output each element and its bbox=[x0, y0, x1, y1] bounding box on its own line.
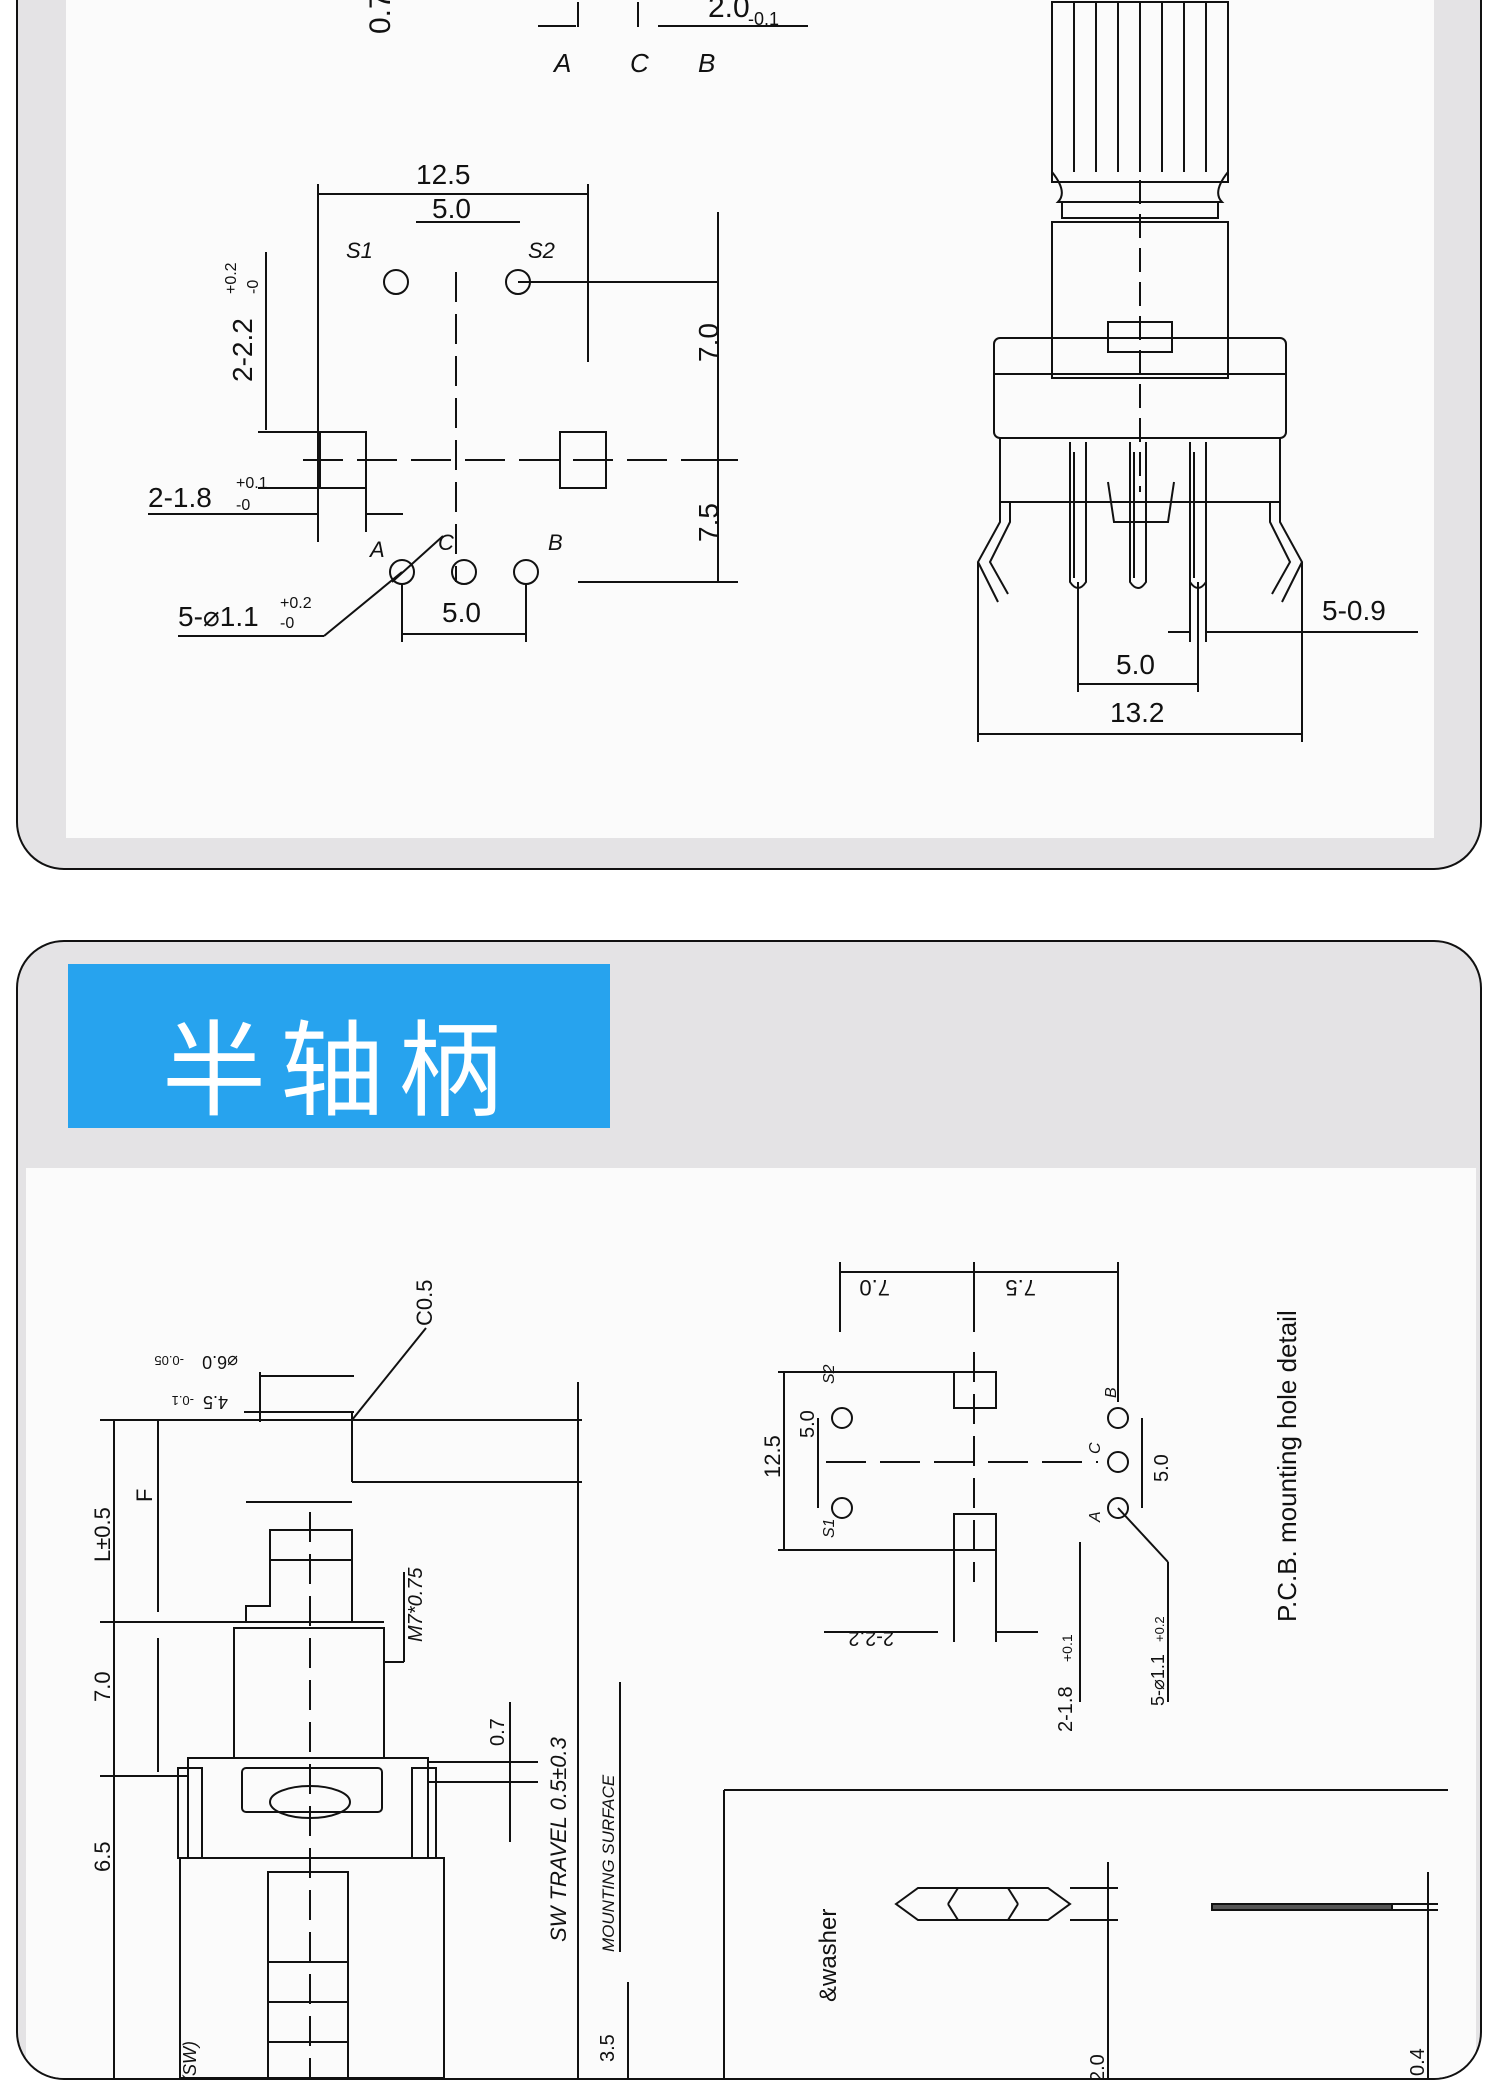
dim-d2-tol: -0.1 bbox=[172, 1393, 194, 1408]
pcb-label-a: A bbox=[1087, 1511, 1104, 1523]
callout-hole-tol-minus: -0 bbox=[280, 615, 294, 632]
terminal-letter-a: A bbox=[552, 48, 571, 78]
bottom-drawing: ⌀6.0 -0.05 4.5 -0.1 C0.5 L±0.5 F 7.0 6.5… bbox=[90, 1262, 1448, 2080]
callout-hole: 5-⌀1.1 bbox=[178, 601, 259, 632]
dim-0-7: 0.7 bbox=[487, 1718, 509, 1746]
pcb-hole-s1 bbox=[831, 1497, 853, 1519]
dim-7-0: 7.0 bbox=[693, 323, 724, 362]
pcb-dim-12-5: 12.5 bbox=[760, 1435, 785, 1478]
pcb-tab-callout: 2-1.8 bbox=[1055, 1686, 1077, 1732]
pcb-label-s2: S2 bbox=[821, 1364, 838, 1384]
pin-label-c: C bbox=[438, 530, 454, 555]
dim-thread: M7*0.75 bbox=[405, 1567, 427, 1642]
label-s1: S1 bbox=[346, 238, 373, 263]
section-title-band: 半轴柄 bbox=[68, 964, 610, 1132]
dim-6-5: 6.5 bbox=[90, 1841, 115, 1872]
dim-chamfer: C0.5 bbox=[412, 1280, 437, 1326]
label-s2: S2 bbox=[528, 238, 555, 263]
top-drawing: 0.7 2.0 -0.1 A C B 12.5 5.0 S1 S2 2-2.2 bbox=[148, 0, 1418, 742]
pcb-label-s1: S1 bbox=[821, 1518, 838, 1538]
pcb-dim-7-5: 7.5 bbox=[1005, 1275, 1036, 1300]
pin-label-b: B bbox=[548, 530, 563, 555]
pcb-label-c: C bbox=[1087, 1442, 1104, 1454]
pcb-dim-7-0: 7.0 bbox=[859, 1275, 890, 1300]
callout-slot-tol-plus: +0.2 bbox=[223, 262, 240, 294]
pcb-hole-callout: 5-⌀1.1 bbox=[1148, 1654, 1168, 1706]
callout-slot-tol-minus: -0 bbox=[245, 280, 262, 294]
pcb-hole-c bbox=[1107, 1451, 1129, 1473]
top-drawing-card: 0.7 2.0 -0.1 A C B 12.5 5.0 S1 S2 2-2.2 bbox=[16, 0, 1482, 870]
pcb-dim-5-0-left: 5.0 bbox=[797, 1410, 819, 1438]
dim-d1-tol: -0.05 bbox=[154, 1353, 184, 1368]
pcb-label-b: B bbox=[1103, 1387, 1120, 1398]
pin-hole-b bbox=[513, 559, 539, 585]
dim-pin-width: 5-0.9 bbox=[1322, 595, 1386, 626]
dim-top-partial: 2.0 bbox=[708, 0, 750, 24]
callout-tab-tol-plus: +0.1 bbox=[236, 475, 268, 492]
dim-7-0-side: 7.0 bbox=[90, 1671, 115, 1702]
pcb-hole-tol: +0.2 bbox=[1152, 1616, 1167, 1642]
dim-pin-pitch: 5.0 bbox=[442, 597, 481, 628]
nut-outline bbox=[894, 1887, 1072, 1921]
callout-slot: 2-2.2 bbox=[227, 318, 258, 382]
mount-slot-left bbox=[319, 431, 367, 489]
pcb-hole-detail: 7.0 7.5 S2 S1 B C A 12.5 5.0 5.0 bbox=[760, 1262, 1302, 1732]
dim-pin-span: 5.0 bbox=[1116, 649, 1155, 680]
terminal-letter-b: B bbox=[698, 48, 715, 78]
callout-tab-tol-minus: -0 bbox=[236, 497, 250, 514]
section-title: 半轴柄 bbox=[161, 1010, 516, 1132]
bottom-drawing-card: 半轴柄 ⌀6.0 -0.05 4. bbox=[16, 940, 1482, 2080]
pcb-dim-5-0-right: 5.0 bbox=[1151, 1454, 1173, 1482]
half-shaft-side-view bbox=[177, 1412, 445, 2078]
dim-top-left-partial: 0.7 bbox=[364, 0, 397, 34]
pin-hole-c bbox=[451, 559, 477, 585]
dim-switch-pitch: 5.0 bbox=[432, 193, 471, 224]
dim-7-5: 7.5 bbox=[693, 503, 724, 542]
dim-top-partial-tol: -0.1 bbox=[748, 9, 779, 29]
label-sw-travel: SW TRAVEL 0.5±0.3 bbox=[546, 1736, 571, 1942]
hole-s1 bbox=[383, 269, 409, 295]
callout-tab: 2-1.8 bbox=[148, 482, 212, 513]
terminal-letter-c: C bbox=[630, 48, 649, 78]
pcb-hole-s2 bbox=[831, 1407, 853, 1429]
label-sw: (SW) bbox=[180, 2041, 200, 2080]
washer-label: &washer bbox=[815, 1909, 842, 2002]
pin-label-a: A bbox=[368, 537, 385, 562]
dim-body-width: 13.2 bbox=[1110, 697, 1165, 728]
dim-3-5: 3.5 bbox=[597, 2034, 619, 2062]
washer-outline bbox=[1211, 1903, 1393, 1911]
dim-length-l: L±0.5 bbox=[90, 1507, 115, 1562]
label-mounting-surface: MOUNTING SURFACE bbox=[599, 1774, 618, 1952]
mount-slot-right bbox=[559, 431, 607, 489]
pcb-caption: P.C.B. mounting hole detail bbox=[1272, 1310, 1302, 1622]
dim-f: F bbox=[132, 1489, 157, 1502]
pcb-hole-a bbox=[1107, 1497, 1129, 1519]
potentiometer-front-view bbox=[976, 1, 1304, 603]
dim-d2: 4.5 bbox=[203, 1392, 228, 1412]
pcb-tab-tol: +0.1 bbox=[1059, 1634, 1075, 1662]
dim-12-5: 12.5 bbox=[416, 159, 471, 190]
callout-hole-tol-plus: +0.2 bbox=[280, 595, 312, 612]
washer-dim-0-4: 0.4 bbox=[1407, 2048, 1429, 2076]
pcb-hole-b bbox=[1107, 1407, 1129, 1429]
nut-washer-detail: &washer 2.0 0.4 bbox=[723, 1789, 1448, 2080]
nut-dim-2-0: 2.0 bbox=[1087, 2054, 1109, 2080]
pcb-slot-callout: 2-2.2 bbox=[848, 1627, 894, 1649]
dim-d1: ⌀6.0 bbox=[202, 1352, 238, 1372]
